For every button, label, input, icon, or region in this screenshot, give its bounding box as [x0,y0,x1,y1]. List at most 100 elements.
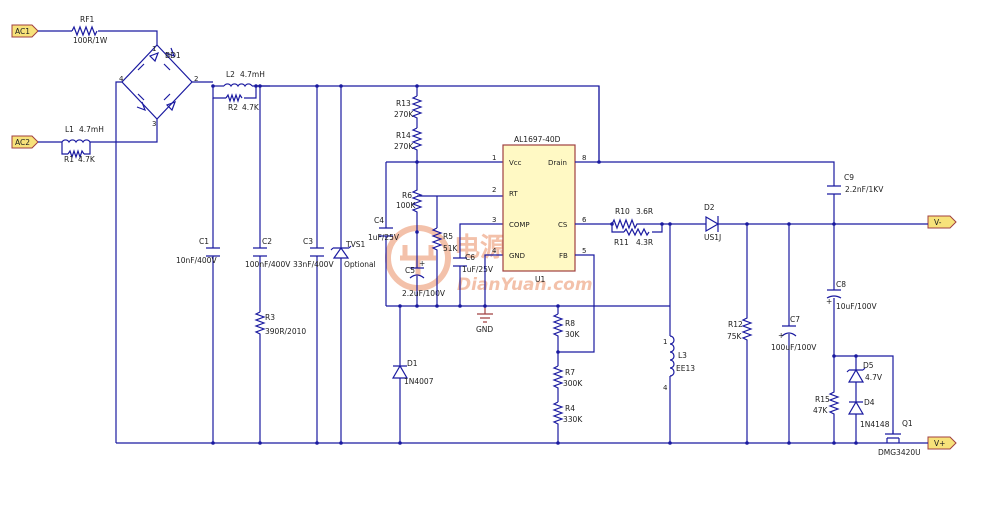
c3-ref: C3 [303,237,313,246]
port-vplus: V+ [927,436,957,450]
c7-value: 100uF/100V [771,343,817,352]
inductor-l3: 1 4 L3 EE13 [663,335,695,392]
resistor-r4: R4 330K [552,401,583,443]
r6-ref: R6 [402,191,412,200]
u1-part: AL1697-40D [514,135,561,144]
r5-value: 51K [443,244,459,253]
capacitor-c2: C2 100nF/400V [245,86,291,312]
r4-ref: R4 [565,404,575,413]
c2-value: 100nF/400V [245,260,291,269]
ic-u1: AL1697-40D U1 Vcc RT COMP GND Drain CS F… [492,135,587,284]
r15-ref: R15 [815,395,830,404]
d2-value: US1J [704,233,721,242]
r1-value: 4.7K [78,155,96,164]
l2-value: 4.7mH [240,70,265,79]
diode-d1: D1 1N4007 [391,304,434,443]
r14-ref: R14 [396,131,411,140]
r7-value: 300K [563,379,583,388]
r4-value: 330K [563,415,583,424]
u1-gnd: GND [509,252,525,260]
bd1-pin1: 1 [152,45,156,53]
r2-value: 4.7K [242,103,260,112]
r3-value: 390R/2010 [265,327,306,336]
port-ac2-label: AC2 [15,138,30,147]
port-vminus: V- [927,215,957,229]
tvs1-value: Optional [344,260,376,269]
l2-ref: L2 [226,70,235,79]
c1-value: 10nF/400V [176,256,217,265]
c6-ref: C6 [465,253,475,262]
r14-value: 270K [394,142,414,151]
port-ac1: AC1 [11,24,39,38]
c8-value: 10uF/100V [836,302,877,311]
gnd-label: GND [476,325,493,334]
resistor-r10: R10 3.6R [611,207,662,230]
r11-ref: R11 [614,238,629,247]
u1-pin4: 4 [492,247,497,255]
u1-drain: Drain [548,159,567,167]
c7-ref: C7 [790,315,800,324]
inductor-l2: L2 4.7mH R2 4.7K [212,70,270,112]
c1-ref: C1 [199,237,209,246]
c4-value: 1uF/25V [368,233,400,242]
d5-value: 4.7V [865,373,883,382]
d4-value: 1N4148 [860,420,890,429]
diode-d5: D5 4.7V [846,356,883,402]
resistor-r13: R13 270K [394,95,423,128]
tvs1-ref: TVS1 [345,240,365,249]
capacitor-c1: C1 10nF/400V [176,98,220,443]
r12-value: 75K [727,332,743,341]
d1-value: 1N4007 [404,377,434,386]
l1-value: 4.7mH [79,125,104,134]
port-ac1-label: AC1 [15,27,30,36]
capacitor-c5: + C5 2.2uF/100V [402,259,446,298]
resistor-r8: R8 30K [552,313,581,366]
port-vplus-label: V+ [934,439,945,448]
rf1-ref: RF1 [80,15,95,24]
u1-pin6: 6 [582,216,587,224]
port-vminus-label: V- [934,218,942,227]
d4-ref: D4 [864,398,875,407]
r2-ref: R2 [228,103,238,112]
watermark-en: DianYuan.com [457,275,593,295]
c2-ref: C2 [262,237,272,246]
bridge-bd1: BD1 1 2 3 4 [119,44,198,128]
u1-pin1: 1 [492,154,496,162]
ground-symbol: GND [476,306,493,334]
r12-ref: R12 [728,320,743,329]
bd1-pin2: 2 [194,75,198,83]
r8-ref: R8 [565,319,575,328]
diode-tvs1: TVS1 Optional [330,86,376,443]
l3-ref: L3 [678,351,687,360]
r1-ref: R1 [64,155,74,164]
c5-ref: C5 [405,266,415,275]
q1-ref: Q1 [902,419,913,428]
u1-pin8: 8 [582,154,586,162]
svg-text:+: + [826,297,832,306]
resistor-r12: R12 75K [727,224,753,443]
capacitor-c4: C4 1uF/25V [368,216,400,242]
resistor-rf1: RF1 100R/1W [71,15,108,45]
r11-value: 4.3R [636,238,653,247]
r13-ref: R13 [396,99,411,108]
port-ac2: AC2 [11,135,39,149]
l3-value: EE13 [676,364,695,373]
svg-text:+: + [419,259,425,268]
capacitor-c9: C9 2.2nF/1KV [827,173,884,224]
watermark-logo [385,225,451,291]
bd1-pin3: 3 [152,120,156,128]
r10-value: 3.6R [636,207,653,216]
resistor-r3: R3 390R/2010 [254,311,306,443]
c9-ref: C9 [844,173,854,182]
d5-ref: D5 [863,361,874,370]
bd1-ref: BD1 [165,51,181,60]
resistor-r11: R11 4.3R [611,224,663,247]
diode-d4: D4 1N4148 [847,398,890,443]
c4-ref: C4 [374,216,384,225]
diode-d2: D2 US1J [704,203,721,242]
c5-value: 2.2uF/100V [402,289,446,298]
c3-value: 33nF/400V [293,260,334,269]
bd1-pin4: 4 [119,75,124,83]
r8-value: 30K [565,330,581,339]
r5-ref: R5 [443,232,453,241]
